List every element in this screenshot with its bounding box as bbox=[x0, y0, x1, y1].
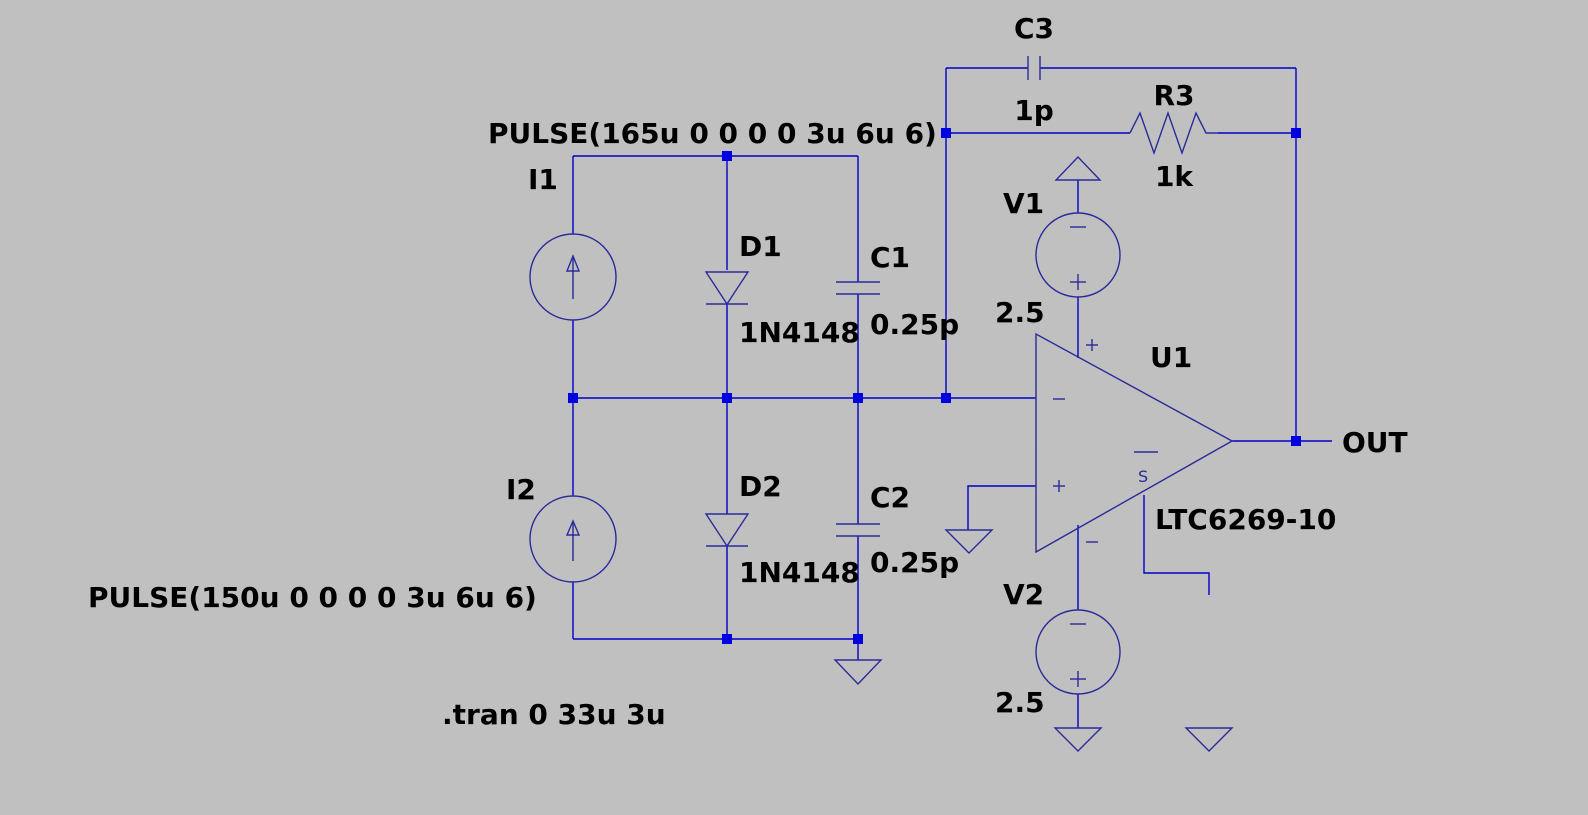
junction-bottom-d2 bbox=[722, 634, 732, 644]
opamp-triangle bbox=[1035, 332, 1234, 554]
c2-value-label: 0.25p bbox=[870, 546, 959, 579]
junction-mid-c bbox=[853, 393, 863, 403]
i2-circle bbox=[529, 495, 617, 583]
v1-value-label: 2.5 bbox=[995, 296, 1045, 329]
capacitor-c2[interactable] bbox=[836, 523, 880, 537]
c1-ref-label: C1 bbox=[870, 241, 910, 274]
d2-triangle bbox=[704, 513, 750, 548]
d2-ref-label: D2 bbox=[739, 470, 782, 503]
r3-value-label: 1k bbox=[1155, 160, 1194, 193]
junction-mid-d bbox=[722, 393, 732, 403]
u1-ref-label: U1 bbox=[1150, 341, 1192, 374]
i2-ref-label: I2 bbox=[506, 473, 536, 506]
junction-mid-feedback bbox=[941, 393, 951, 403]
d2-value-label: 1N4148 bbox=[739, 556, 860, 589]
labels: C3 1p R3 1k PULSE(165u 0 0 0 0 3u 6u 6) … bbox=[88, 12, 1408, 731]
r3-zigzag bbox=[1129, 110, 1218, 156]
r3-ref-label: R3 bbox=[1153, 79, 1194, 112]
d1-ref-label: D1 bbox=[739, 230, 782, 263]
junction-top-d1 bbox=[722, 151, 732, 161]
v1-circle bbox=[1035, 212, 1121, 298]
i2-value-label: PULSE(150u 0 0 0 0 3u 6u 6) bbox=[88, 581, 537, 614]
current-source-i1[interactable] bbox=[529, 233, 617, 321]
i1-ref-label: I1 bbox=[528, 163, 558, 196]
wires bbox=[572, 67, 1332, 728]
ground-symbol-noninverting bbox=[944, 529, 994, 554]
current-source-i2[interactable] bbox=[529, 495, 617, 583]
opamp-u1[interactable]: S bbox=[1035, 332, 1234, 554]
d1-value-label: 1N4148 bbox=[739, 316, 860, 349]
c2-ref-label: C2 bbox=[870, 481, 910, 514]
i1-value-label: PULSE(165u 0 0 0 0 3u 6u 6) bbox=[488, 117, 937, 150]
junction-output bbox=[1291, 436, 1301, 446]
c3-ref-label: C3 bbox=[1014, 12, 1054, 45]
i2-arrow-head bbox=[565, 519, 581, 536]
junctions bbox=[568, 128, 1301, 644]
junction-bottom-c2 bbox=[853, 634, 863, 644]
wire-noninverting-ground[interactable] bbox=[967, 485, 1036, 530]
v1-ref-label: V1 bbox=[1003, 187, 1044, 220]
capacitor-c3[interactable] bbox=[1027, 56, 1041, 80]
u1-value-label: LTC6269-10 bbox=[1155, 503, 1336, 536]
tran-directive[interactable]: .tran 0 33u 3u bbox=[442, 698, 666, 731]
opamp-shutdown-glyph: S bbox=[1138, 467, 1148, 486]
diode-d2[interactable] bbox=[704, 513, 750, 548]
c3-value-label: 1p bbox=[1014, 94, 1054, 127]
diode-d1[interactable] bbox=[704, 271, 750, 306]
junction-r3-left bbox=[941, 128, 951, 138]
v2-value-label: 2.5 bbox=[995, 686, 1045, 719]
voltage-source-v1[interactable] bbox=[1035, 212, 1121, 298]
ground-symbol-v2 bbox=[1053, 727, 1103, 752]
ground-symbol-shutdown bbox=[1184, 727, 1234, 752]
power-flag-v1 bbox=[1054, 155, 1102, 181]
junction-r3-right bbox=[1291, 128, 1301, 138]
i1-circle bbox=[529, 233, 617, 321]
c1-value-label: 0.25p bbox=[870, 308, 959, 341]
out-net-label: OUT bbox=[1342, 426, 1408, 459]
voltage-source-v2[interactable] bbox=[1035, 609, 1121, 695]
d1-triangle bbox=[704, 271, 750, 306]
v2-ref-label: V2 bbox=[1003, 578, 1044, 611]
wire-shutdown-pin[interactable] bbox=[1143, 495, 1210, 595]
ground-symbol-bottom-node bbox=[833, 659, 883, 686]
capacitor-c1[interactable] bbox=[836, 281, 880, 295]
v2-circle bbox=[1035, 609, 1121, 695]
resistor-r3[interactable] bbox=[1129, 110, 1218, 156]
i1-arrow-head bbox=[565, 254, 581, 272]
junction-mid-i bbox=[568, 393, 578, 403]
